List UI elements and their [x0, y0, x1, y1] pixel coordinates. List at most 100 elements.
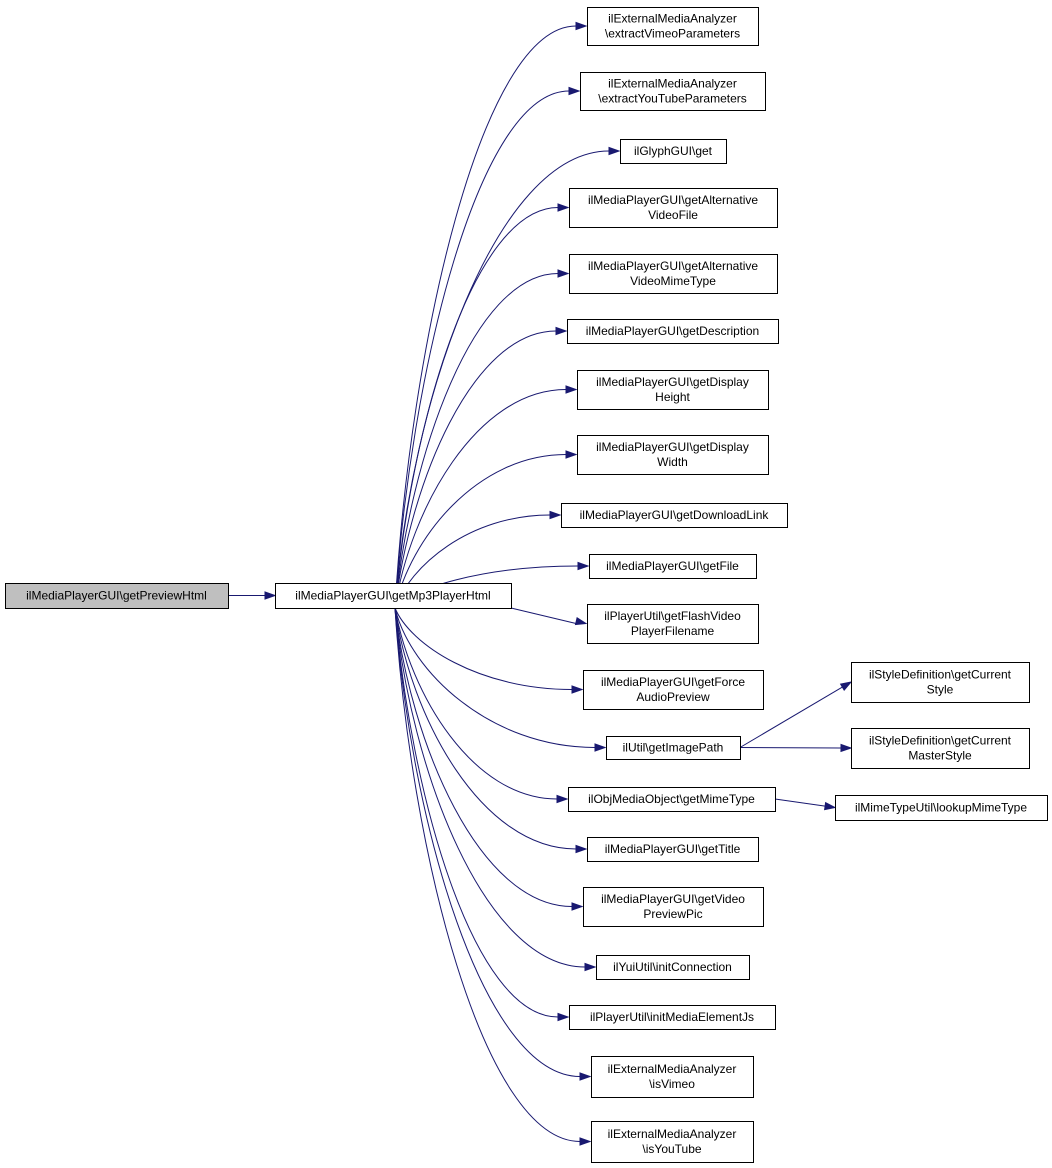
- edge-mp3-to-is-yt: [394, 607, 592, 1146]
- arrowhead-icon: [594, 743, 607, 752]
- arrowhead-icon: [824, 801, 837, 811]
- edge-line: [394, 607, 577, 850]
- edge-line: [394, 607, 581, 1077]
- node-label: ilPlayerUtil\initMediaElementJs: [590, 1010, 754, 1024]
- arrowhead-icon: [557, 1012, 570, 1022]
- node-label: PlayerFilename: [631, 624, 715, 638]
- node-box: [591, 1056, 754, 1098]
- arrowhead-icon: [840, 743, 853, 753]
- edge-mp3-to-img-path: [394, 607, 607, 752]
- node-label: ilMediaPlayerGUI\getDisplay: [596, 440, 749, 454]
- node-label: PreviewPic: [643, 907, 702, 921]
- edge-mp3-to-alt-video: [394, 203, 570, 609]
- node-box: [561, 503, 788, 528]
- arrowhead-icon: [557, 203, 570, 212]
- node-label: AudioPreview: [636, 690, 710, 704]
- edge-mp3-to-media-js: [394, 607, 570, 1022]
- arrowhead-icon: [574, 616, 588, 626]
- arrowhead-icon: [575, 21, 588, 31]
- edge-root-to-mp3: [228, 591, 277, 600]
- arrowhead-icon: [571, 685, 584, 694]
- node-label: ilMediaPlayerGUI\getMp3PlayerHtml: [295, 589, 490, 603]
- edge-line: [394, 607, 559, 1018]
- node-get-file[interactable]: ilMediaPlayerGUI\getFile: [589, 554, 757, 579]
- arrowhead-icon: [556, 794, 569, 804]
- node-mime-type[interactable]: ilObjMediaObject\getMimeType: [568, 787, 776, 812]
- node-is-vimeo[interactable]: ilExternalMediaAnalyzer\isVimeo: [591, 1056, 754, 1098]
- node-label: ilMediaPlayerGUI\getVideo: [601, 892, 745, 906]
- edge-mp3-to-disp-w: [394, 450, 578, 609]
- node-lookup[interactable]: ilMimeTypeUtil\lookupMimeType: [835, 795, 1048, 821]
- node-label: ilObjMediaObject\getMimeType: [588, 792, 755, 806]
- arrowhead-icon: [839, 681, 853, 691]
- edge-line: [394, 607, 596, 748]
- node-label: ilPlayerUtil\getFlashVideo: [604, 609, 741, 623]
- node-label: ilStyleDefinition\getCurrent: [869, 734, 1012, 748]
- edge-line: [394, 389, 567, 609]
- node-label: ilUtil\getImagePath: [623, 741, 724, 755]
- edge-img-path-to-cur-style: [739, 681, 853, 748]
- node-root[interactable]: ilMediaPlayerGUI\getPreviewHtml: [5, 583, 229, 609]
- edge-line: [394, 330, 557, 609]
- node-yt-params[interactable]: ilExternalMediaAnalyzer\extractYouTubePa…: [580, 72, 766, 111]
- node-box: [851, 728, 1030, 769]
- edge-mp3-to-title: [394, 607, 588, 854]
- arrowhead-icon: [584, 962, 597, 972]
- edge-line: [394, 454, 567, 609]
- node-label: Width: [657, 455, 688, 469]
- edge-mp3-to-alt-mime: [394, 269, 570, 609]
- node-media-js[interactable]: ilPlayerUtil\initMediaElementJs: [569, 1005, 776, 1030]
- node-label: ilMediaPlayerGUI\getDescription: [586, 324, 759, 338]
- node-box: [583, 887, 764, 927]
- node-label: \extractVimeoParameters: [605, 27, 740, 41]
- node-vimeo-params[interactable]: ilExternalMediaAnalyzer\extractVimeoPara…: [587, 7, 759, 46]
- node-box: [835, 795, 1048, 821]
- node-label: VideoFile: [648, 208, 698, 222]
- arrowhead-icon: [568, 86, 581, 96]
- node-box: [596, 955, 750, 980]
- node-box: [568, 787, 776, 812]
- node-box: [580, 72, 766, 111]
- edge-line: [394, 207, 559, 609]
- node-desc[interactable]: ilMediaPlayerGUI\getDescription: [567, 319, 779, 344]
- node-label: ilExternalMediaAnalyzer: [608, 12, 737, 26]
- node-label: ilMimeTypeUtil\lookupMimeType: [855, 801, 1027, 815]
- node-box: [569, 254, 778, 294]
- node-img-path[interactable]: ilUtil\getImagePath: [606, 736, 741, 760]
- node-box: [589, 554, 757, 579]
- arrowhead-icon: [264, 591, 277, 600]
- node-box: [606, 736, 741, 760]
- arrowhead-icon: [577, 561, 590, 571]
- node-label: ilMediaPlayerGUI\getPreviewHtml: [26, 589, 207, 603]
- node-is-yt[interactable]: ilExternalMediaAnalyzer\isYouTube: [591, 1121, 754, 1163]
- node-dl-link[interactable]: ilMediaPlayerGUI\getDownloadLink: [561, 503, 788, 528]
- edge-line: [510, 607, 577, 624]
- node-alt-mime[interactable]: ilMediaPlayerGUI\getAlternativeVideoMime…: [569, 254, 778, 294]
- arrowhead-icon: [608, 146, 621, 156]
- node-label: ilGlyphGUI\get: [634, 144, 713, 158]
- node-title[interactable]: ilMediaPlayerGUI\getTitle: [587, 837, 759, 862]
- edge-line: [739, 686, 843, 748]
- node-box: [591, 1121, 754, 1163]
- edge-mime-type-to-lookup: [774, 798, 837, 811]
- arrowhead-icon: [575, 844, 588, 854]
- node-yui[interactable]: ilYuiUtil\initConnection: [596, 955, 750, 980]
- node-glyph[interactable]: ilGlyphGUI\get: [620, 139, 727, 164]
- arrowhead-icon: [557, 269, 570, 278]
- node-box: [569, 1005, 776, 1030]
- node-label: Style: [927, 683, 954, 697]
- node-mp3[interactable]: ilMediaPlayerGUI\getMp3PlayerHtml: [275, 583, 512, 609]
- node-box: [577, 370, 769, 410]
- node-label: ilStyleDefinition\getCurrent: [869, 668, 1012, 682]
- edge-img-path-to-cur-master: [739, 743, 853, 753]
